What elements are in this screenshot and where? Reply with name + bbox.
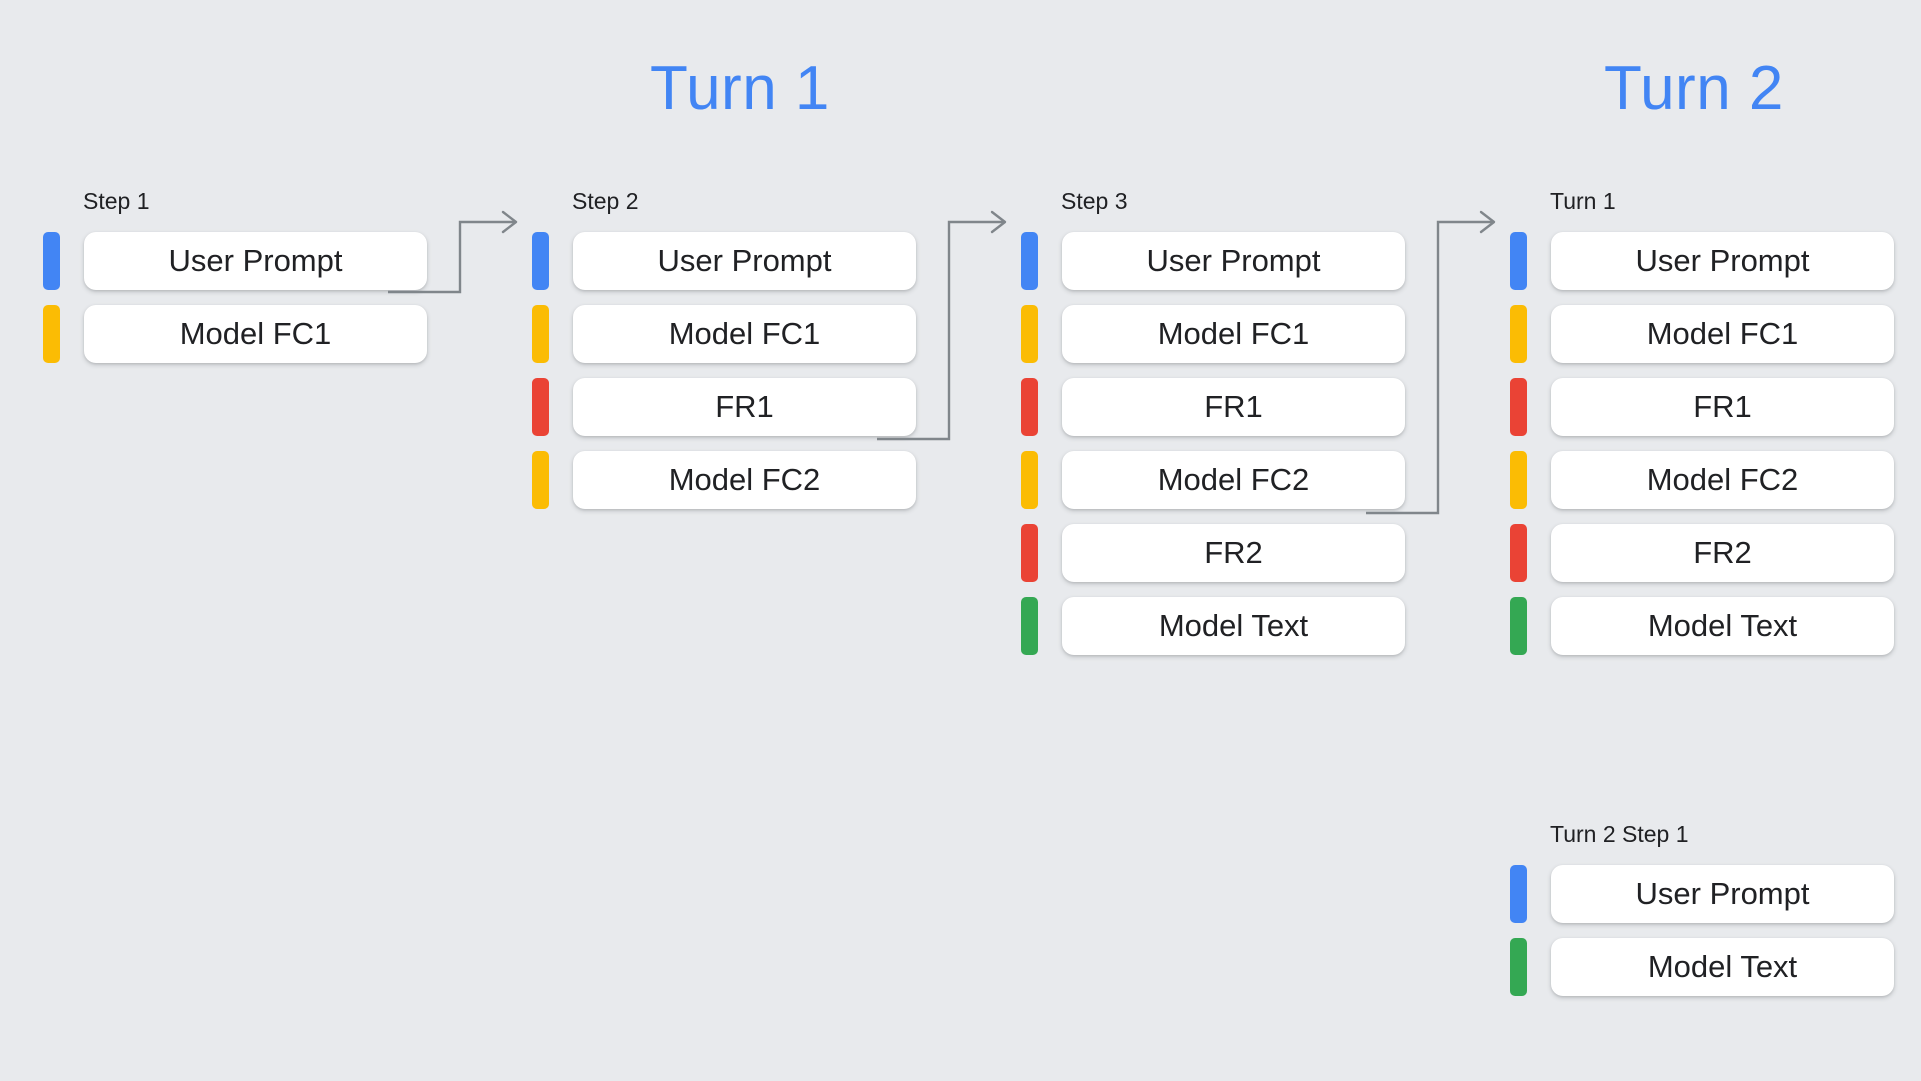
card-step-3-3: Model FC2 [1062,451,1405,509]
row-turn-2-step-1-0: User Prompt [1510,865,1894,923]
row-step-3-1: Model FC1 [1021,305,1405,363]
row-step-3-3: Model FC2 [1021,451,1405,509]
row-turn-2-turn-1-0: User Prompt [1510,232,1894,290]
card-step-3-5: Model Text [1062,597,1405,655]
green-marker-icon [1510,597,1527,655]
row-step-2-1: Model FC1 [532,305,916,363]
card-step-3-1: Model FC1 [1062,305,1405,363]
blue-marker-icon [43,232,60,290]
yellow-marker-icon [532,305,549,363]
column-label-step-3: Step 3 [1061,188,1128,214]
card-step-1-0: User Prompt [84,232,427,290]
yellow-marker-icon [1021,305,1038,363]
card-turn-2-turn-1-2: FR1 [1551,378,1894,436]
card-step-2-3: Model FC2 [573,451,916,509]
card-turn-2-turn-1-0: User Prompt [1551,232,1894,290]
row-step-1-0: User Prompt [43,232,427,290]
row-turn-2-step-1-1: Model Text [1510,938,1894,996]
row-turn-2-turn-1-5: Model Text [1510,597,1894,655]
row-turn-2-turn-1-1: Model FC1 [1510,305,1894,363]
yellow-marker-icon [532,451,549,509]
row-turn-2-turn-1-2: FR1 [1510,378,1894,436]
card-turn-2-turn-1-5: Model Text [1551,597,1894,655]
row-step-2-2: FR1 [532,378,916,436]
card-step-2-1: Model FC1 [573,305,916,363]
red-marker-icon [532,378,549,436]
red-marker-icon [1021,524,1038,582]
card-turn-2-turn-1-4: FR2 [1551,524,1894,582]
blue-marker-icon [1510,865,1527,923]
turn-2-title: Turn 2 [1604,54,1784,123]
row-step-2-0: User Prompt [532,232,916,290]
row-step-3-4: FR2 [1021,524,1405,582]
blue-marker-icon [1021,232,1038,290]
row-turn-2-turn-1-3: Model FC2 [1510,451,1894,509]
yellow-marker-icon [1510,305,1527,363]
green-marker-icon [1021,597,1038,655]
row-step-1-1: Model FC1 [43,305,427,363]
row-step-3-0: User Prompt [1021,232,1405,290]
yellow-marker-icon [1021,451,1038,509]
row-turn-2-turn-1-4: FR2 [1510,524,1894,582]
card-step-3-4: FR2 [1062,524,1405,582]
red-marker-icon [1021,378,1038,436]
turn-1-title: Turn 1 [650,54,830,123]
row-step-3-5: Model Text [1021,597,1405,655]
card-step-1-1: Model FC1 [84,305,427,363]
red-marker-icon [1510,378,1527,436]
card-turn-2-step-1-0: User Prompt [1551,865,1894,923]
column-label-turn-2-turn-1: Turn 1 [1550,188,1616,214]
column-label-step-2: Step 2 [572,188,639,214]
card-step-3-2: FR1 [1062,378,1405,436]
column-label-turn-2-step-1: Turn 2 Step 1 [1550,821,1689,847]
card-step-2-0: User Prompt [573,232,916,290]
card-turn-2-turn-1-3: Model FC2 [1551,451,1894,509]
card-step-2-2: FR1 [573,378,916,436]
row-step-2-3: Model FC2 [532,451,916,509]
yellow-marker-icon [43,305,60,363]
card-turn-2-turn-1-1: Model FC1 [1551,305,1894,363]
blue-marker-icon [532,232,549,290]
card-step-3-0: User Prompt [1062,232,1405,290]
green-marker-icon [1510,938,1527,996]
row-step-3-2: FR1 [1021,378,1405,436]
yellow-marker-icon [1510,451,1527,509]
card-turn-2-step-1-1: Model Text [1551,938,1894,996]
red-marker-icon [1510,524,1527,582]
column-label-step-1: Step 1 [83,188,150,214]
blue-marker-icon [1510,232,1527,290]
